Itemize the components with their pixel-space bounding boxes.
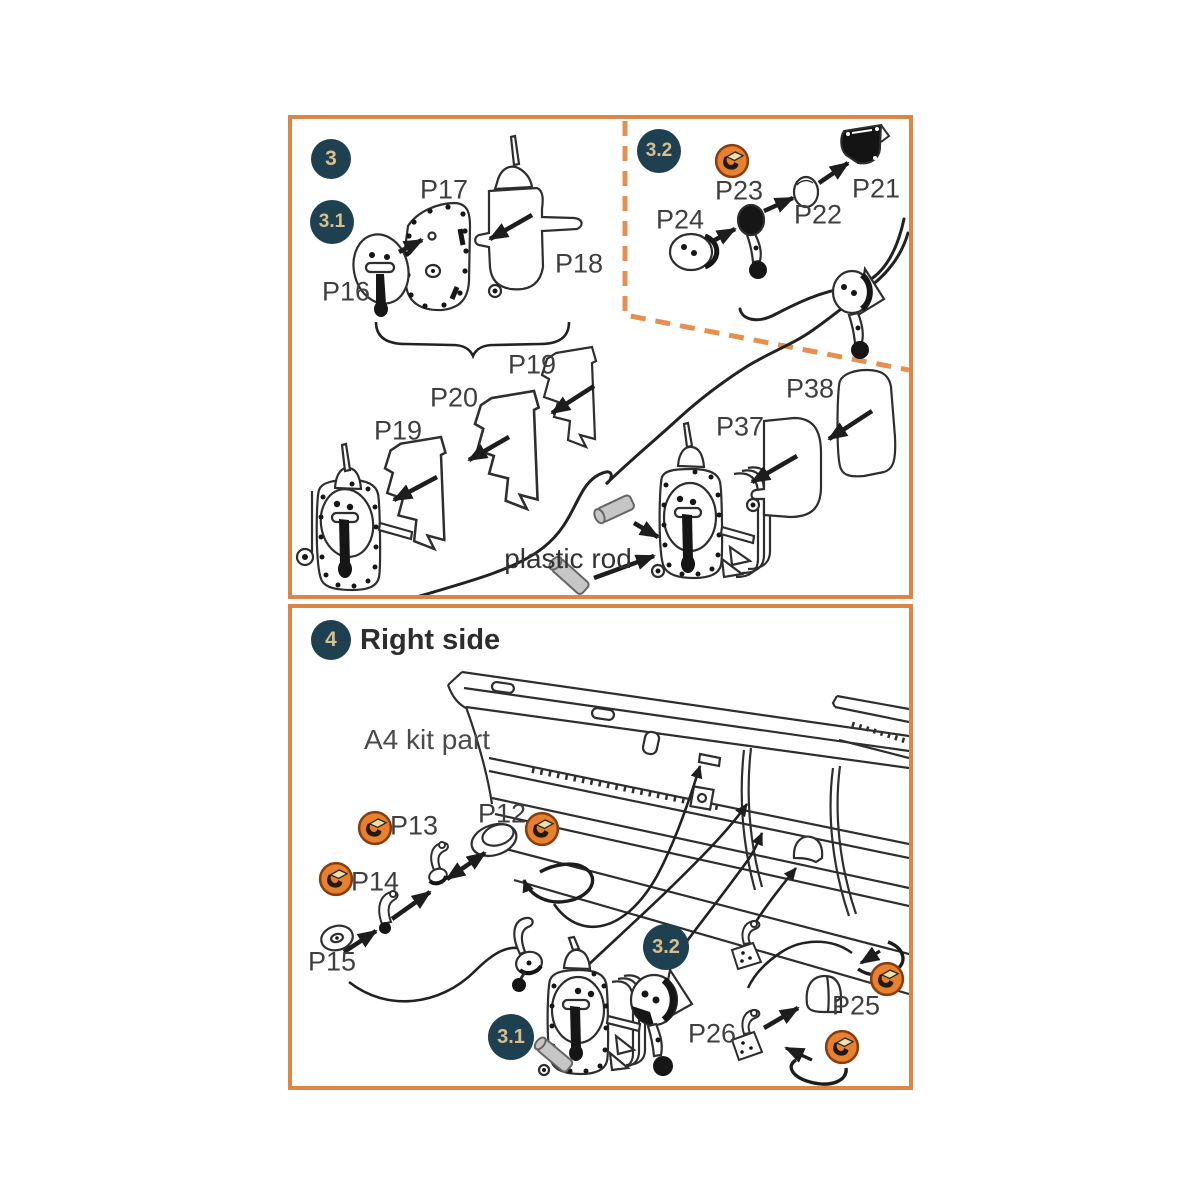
group-brace [374,321,571,360]
rotate-loops [784,940,905,1086]
assembly-arrows [392,161,874,581]
kit-part-label: A4 kit part [363,724,491,755]
inset-3-2-dashed-border [622,121,909,373]
step-3-panel: 3 3.1 3.2 P17 P16 P18 P23 P24 P22 P21 P1… [288,115,913,599]
part-p18-drawing [474,134,583,299]
step-4-diagram [320,670,909,1086]
cut-away-icon [524,811,560,847]
plastic-rod-3-1 [533,1036,574,1073]
part-label-p17: P17 [419,174,469,205]
part-label-p37: P37 [715,411,765,442]
step-3-diagram [295,121,909,595]
plastic-rod-lower [548,555,590,595]
part-label-p24: P24 [655,204,705,235]
assembled-unit-left [295,442,414,592]
cut-away-icon [824,1029,860,1065]
part-p15-drawing [320,924,354,952]
assembled-unit-3-2 [629,967,694,1076]
sub-step-badge-3-2: 3.2 [643,924,689,970]
part-label-p13: P13 [389,810,439,841]
chain-arrows [342,851,800,1030]
part-p24-drawing [668,232,720,272]
step-4-title: Right side [360,624,501,656]
step-badge-3-2: 3.2 [637,129,681,173]
part-label-p15: P15 [307,946,357,977]
shovel-part-upper [730,919,763,971]
part-p37-drawing [745,416,823,519]
part-p38-drawing [836,368,897,478]
rotate-loop-p12 [522,862,595,904]
part-label-p22: P22 [793,199,843,230]
cut-away-icon [357,810,393,846]
small-lever-part-a [378,890,399,934]
part-p16-drawing [352,233,410,317]
part-label-p16: P16 [321,276,371,307]
assembled-unit-inset-3-2 [831,265,886,359]
part-p23-drawing [736,203,767,279]
part-p21-drawing [840,123,891,165]
part-label-p21: P21 [851,173,901,204]
part-p22-drawing [792,175,820,209]
cut-away-icon [869,961,905,997]
step-badge-3-1: 3.1 [310,200,354,244]
leader-curve [417,231,909,595]
part-label-p23: P23 [714,175,764,206]
cut-away-icon [714,143,750,179]
leader-curves [348,765,853,1003]
plastic-rod-note: plastic rod [504,543,632,574]
fuselage-drawing [446,670,909,996]
part-p17-drawing [403,201,472,312]
assembled-unit-3-1 [537,935,647,1077]
part-label-p38: P38 [785,373,835,404]
part-label-p19-lower: P19 [373,415,423,446]
part-label-p19-upper: P19 [507,349,557,380]
cut-away-icon [318,861,354,897]
mid-lever-part [512,916,543,992]
part-label-p20: P20 [429,382,479,413]
part-label-p14: P14 [350,866,400,897]
step-badge-3: 3 [311,139,351,179]
plastic-rod-upper [593,494,635,525]
assembled-unit-right [650,421,772,580]
inset-leader-curve [738,217,906,322]
sub-step-badge-3-1: 3.1 [488,1014,534,1060]
part-p26-drawing [730,1008,764,1062]
step-badge-4: 4 [311,620,351,660]
part-label-p12: P12 [477,798,527,829]
step-4-panel: 4 Right side A4 kit part 3.1 3.2 P12 P13… [288,604,913,1090]
small-lever-part-b [428,841,449,886]
part-p12-drawing [470,822,518,858]
part-label-p25: P25 [831,990,881,1021]
part-p25-drawing [805,974,843,1014]
part-label-p18: P18 [554,248,604,279]
part-label-p26: P26 [687,1018,737,1049]
